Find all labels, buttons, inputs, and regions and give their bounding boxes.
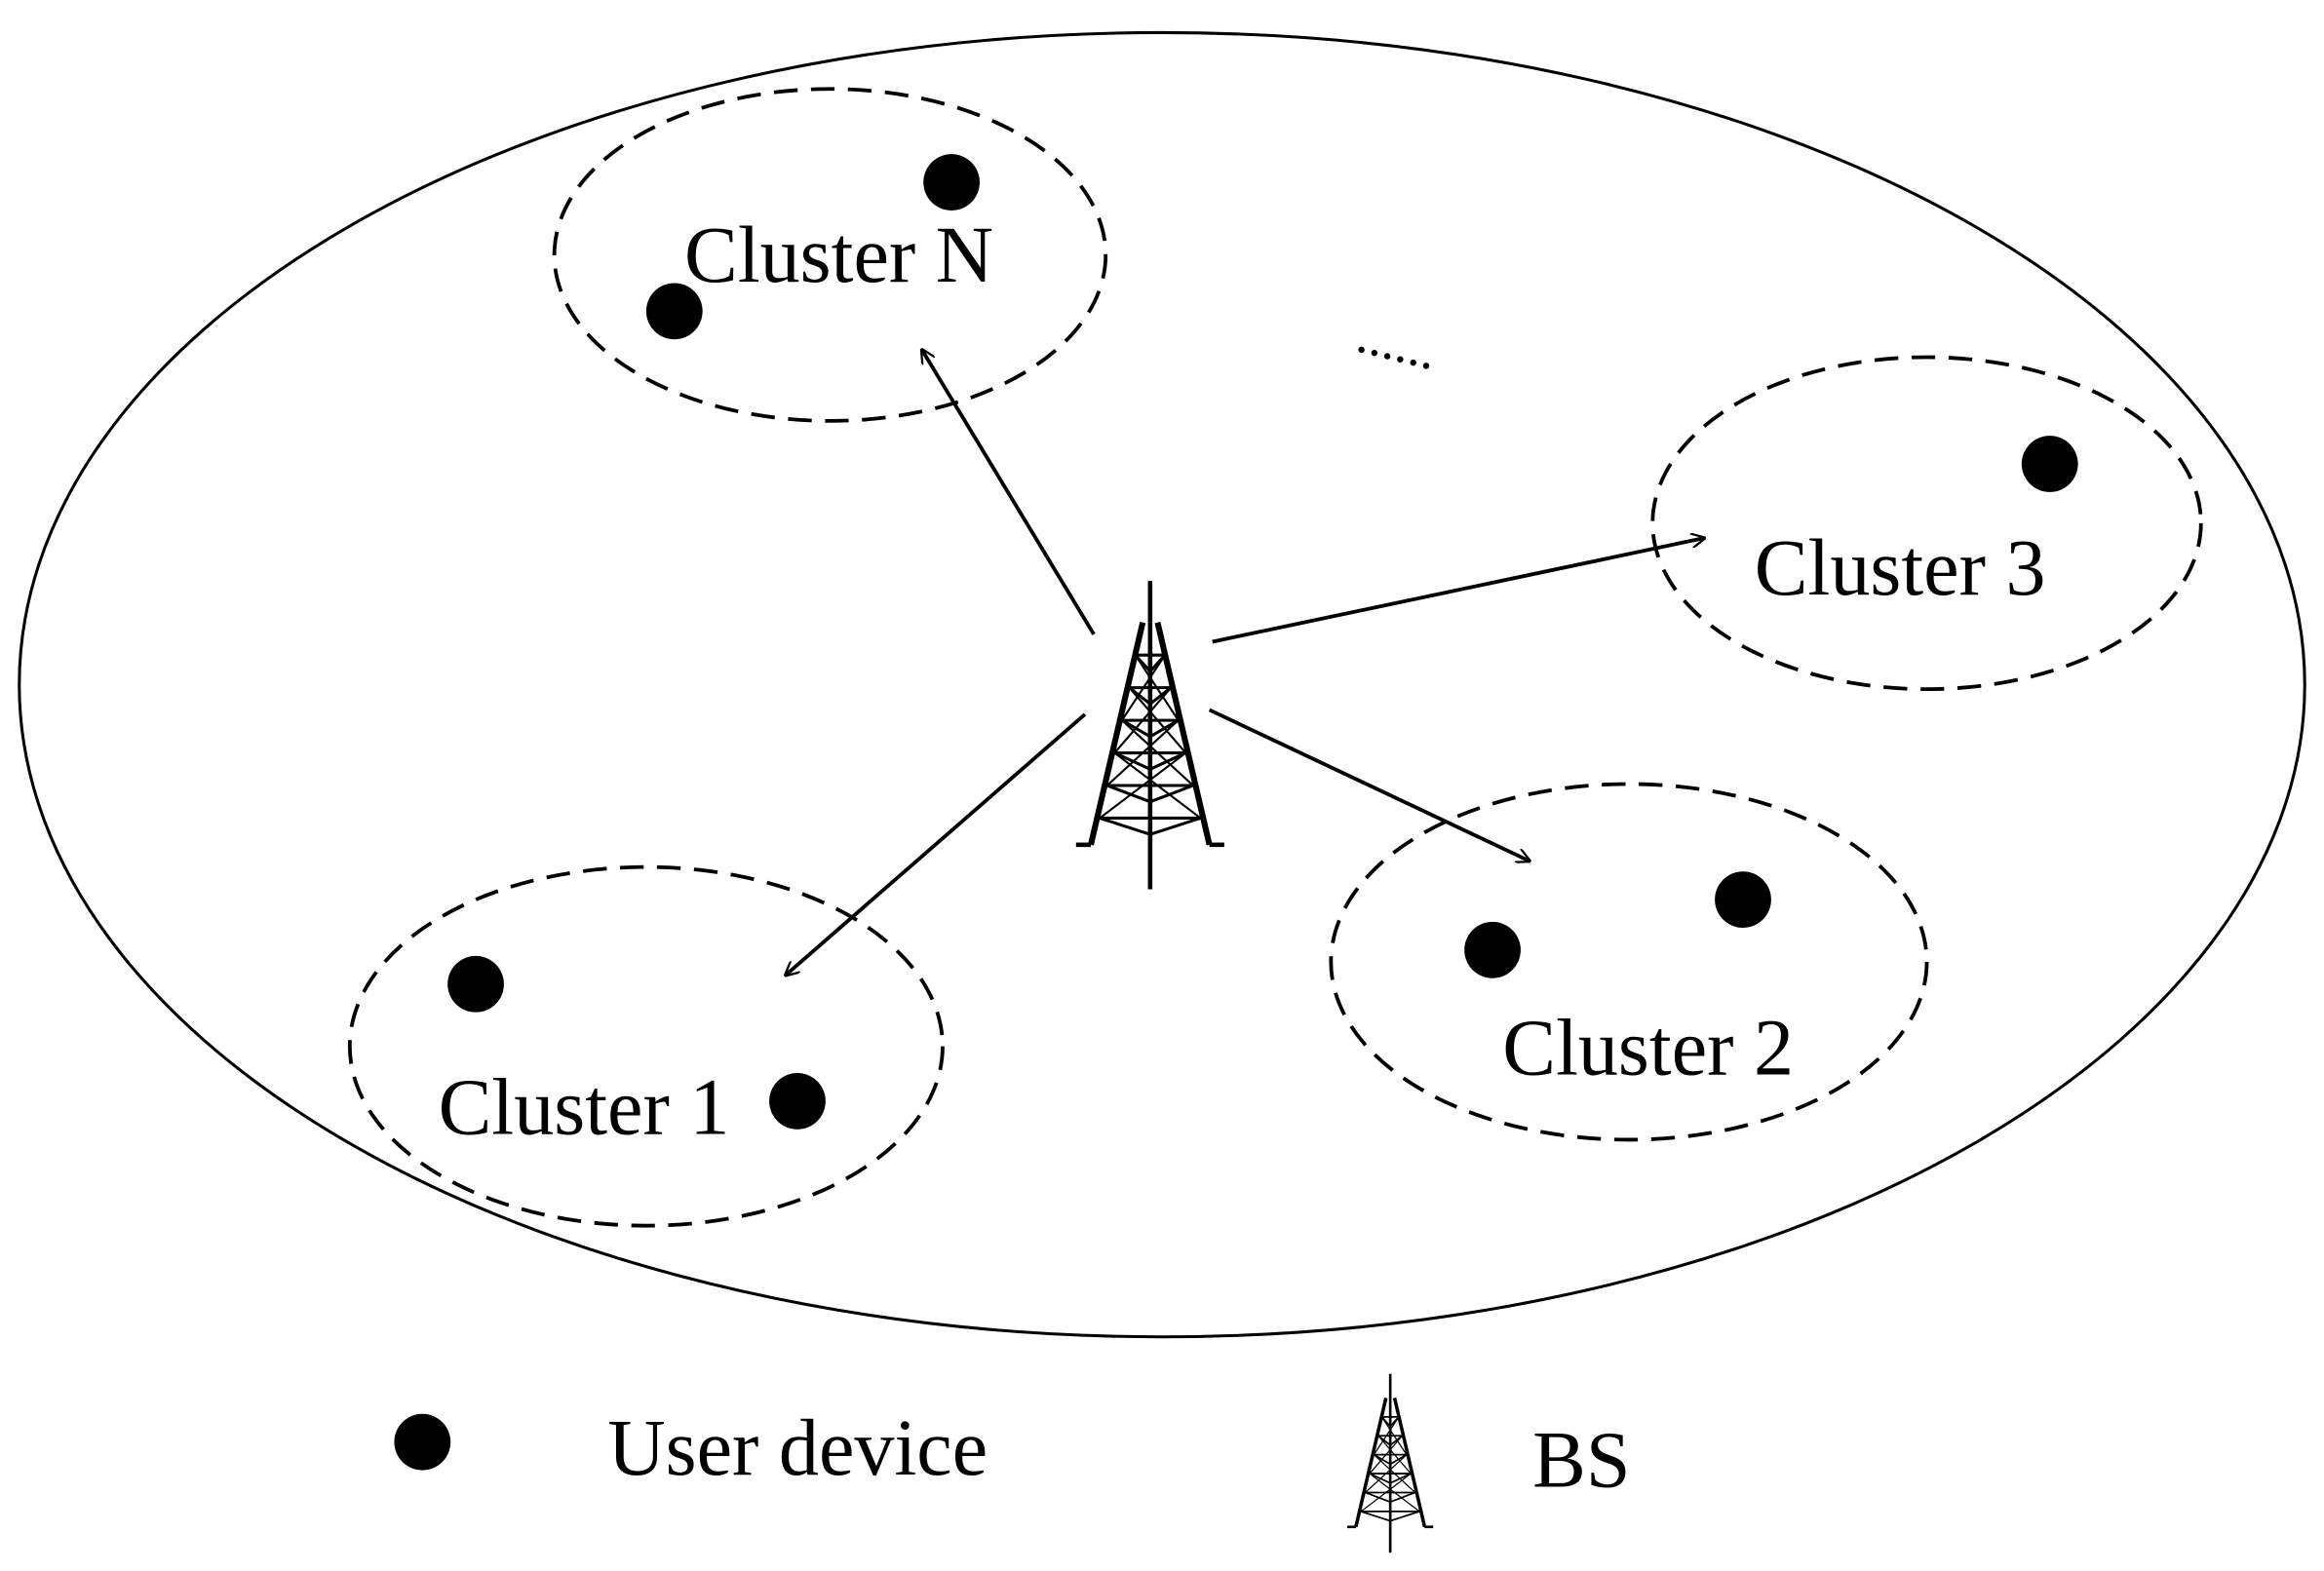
legend-bs-icon: [1345, 1371, 1435, 1554]
legend-bs-label: BS: [1532, 1415, 1630, 1504]
user-device-dot: [447, 955, 504, 1013]
more-clusters-ellipsis: ......: [1351, 304, 1443, 381]
user-device-dot: [1715, 871, 1771, 928]
cluster-2-label: Cluster 2: [1502, 1004, 1794, 1092]
cluster-3: Cluster 3: [1650, 355, 2203, 692]
cluster-1-boundary: [347, 864, 945, 1228]
cluster-3-boundary: [1650, 355, 2203, 692]
arrow-to-cluster-3: [1212, 538, 1705, 644]
cluster-2: Cluster 2: [1329, 782, 1929, 1142]
cluster-n: Cluster N: [552, 87, 1108, 423]
arrow-to-cluster-n: [922, 350, 1096, 635]
base-station-icon: [1076, 581, 1224, 889]
cluster-n-label: Cluster N: [684, 211, 993, 299]
cluster-1: Cluster 1: [347, 864, 945, 1228]
user-device-dot: [923, 154, 980, 211]
user-device-dot: [645, 283, 703, 340]
arrow-to-cluster-2: [1208, 708, 1530, 861]
user-device-dot: [2021, 436, 2078, 492]
cluster-3-label: Cluster 3: [1755, 523, 2046, 612]
legend-user-device-dot: [394, 1413, 451, 1471]
coverage-area: [18, 30, 2306, 1339]
cluster-n-boundary: [552, 87, 1108, 423]
user-device-dot: [1464, 921, 1521, 978]
arrow-to-cluster-1: [786, 712, 1087, 976]
cluster-2-boundary: [1329, 782, 1929, 1142]
legend-user-device-label: User device: [607, 1403, 988, 1492]
user-device-dot: [769, 1073, 826, 1130]
cluster-1-label: Cluster 1: [439, 1062, 730, 1151]
legend: User device BS: [394, 1371, 1631, 1554]
